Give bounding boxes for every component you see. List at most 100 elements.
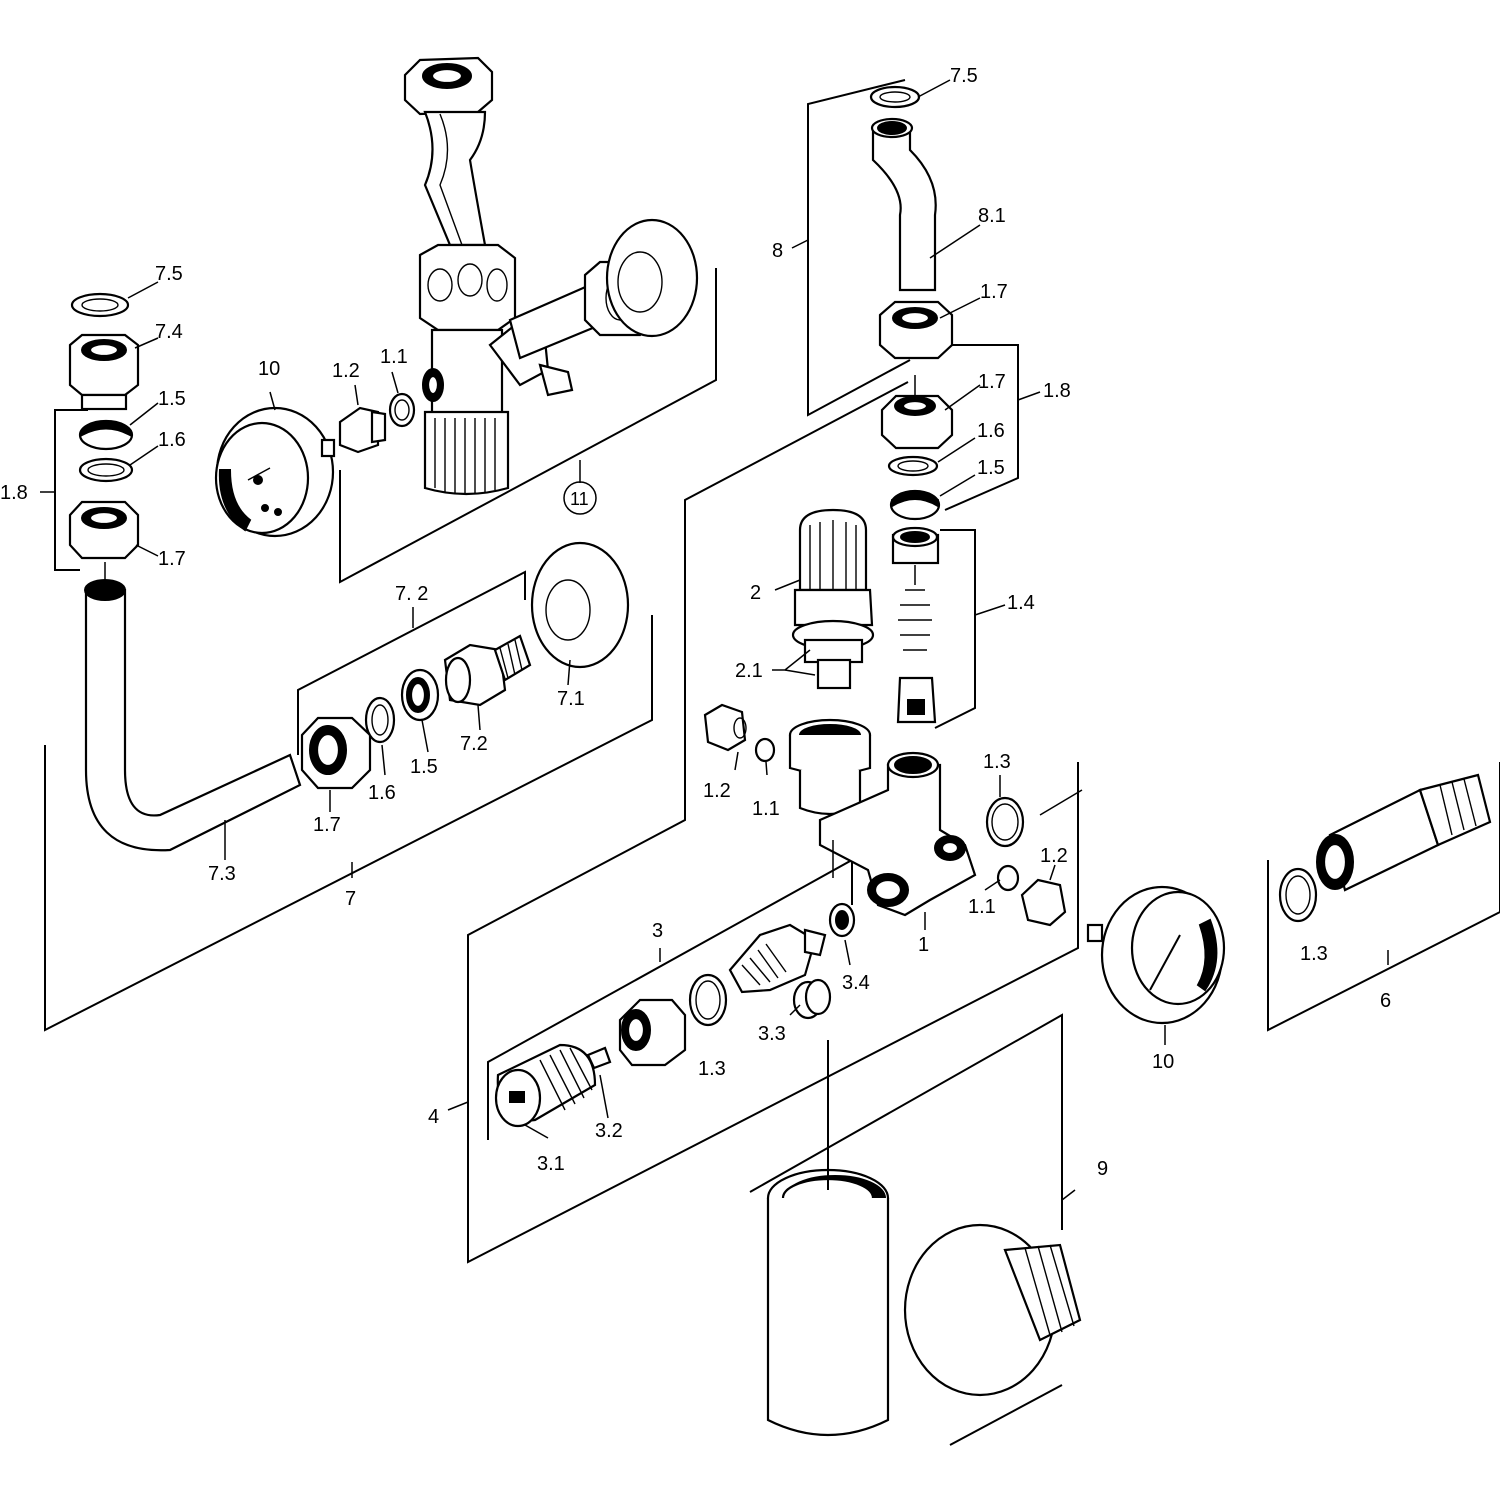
label-4: 4 — [428, 1106, 439, 1128]
label-1-7-top: 1.7 — [980, 281, 1008, 303]
label-2-1: 2.1 — [735, 660, 763, 682]
label-3-3: 3.3 — [758, 1023, 786, 1045]
seal-1-1-right — [996, 864, 1020, 892]
label-1-6-left: 1.6 — [158, 429, 186, 451]
ring-1-5-mid — [400, 668, 440, 722]
group-bracket-7 — [44, 615, 653, 1032]
label-1-5-mid: 1.5 — [410, 756, 438, 778]
label-7: 7 — [345, 888, 356, 910]
label-1-8-right: 1.8 — [1043, 380, 1071, 402]
label-1-5-left: 1.5 — [158, 388, 186, 410]
valve-assembly-11 — [403, 56, 699, 496]
group-bracket-8 — [807, 79, 911, 417]
plug-1-2-right — [1020, 878, 1067, 927]
fitting-7-2 — [443, 634, 532, 707]
label-3-2: 3.2 — [595, 1120, 623, 1142]
label-1-1-mid: 1.1 — [752, 798, 780, 820]
label-7-4: 7.4 — [155, 321, 183, 343]
label-1-2-right: 1.2 — [1040, 845, 1068, 867]
label-1-7-mid: 1.7 — [313, 814, 341, 836]
label-9: 9 — [1097, 1158, 1108, 1180]
seal-1-1-upper — [388, 392, 416, 428]
label-1-3-lower: 1.3 — [698, 1058, 726, 1080]
group-bracket-7-2 — [297, 570, 526, 755]
label-7-3: 7.3 — [208, 863, 236, 885]
nut-1-7-top — [878, 300, 954, 360]
ring-1-5-left — [78, 419, 134, 451]
label-1-6-right: 1.6 — [977, 420, 1005, 442]
spindle-3 — [728, 923, 827, 994]
elbow-9 — [766, 1040, 1082, 1437]
group-bracket-4 — [467, 381, 1079, 1264]
label-1-2-upper: 1.2 — [332, 360, 360, 382]
label-8-1: 8.1 — [978, 205, 1006, 227]
pipe-7-3 — [84, 579, 302, 852]
group-bracket-1-8-left — [54, 409, 88, 571]
label-1-5-right: 1.5 — [977, 457, 1005, 479]
label-11-circle: 11 — [563, 481, 597, 515]
seal-1-6-right — [887, 455, 939, 477]
label-1-3-ext: 1.3 — [1300, 943, 1328, 965]
label-1-3-right: 1.3 — [983, 751, 1011, 773]
group-bracket-3 — [487, 858, 853, 1140]
label-1-1-upper: 1.1 — [380, 346, 408, 368]
label-3-1: 3.1 — [537, 1153, 565, 1175]
label-1-7-right: 1.7 — [978, 371, 1006, 393]
ring-1-5-right — [889, 489, 941, 521]
label-3-4: 3.4 — [842, 972, 870, 994]
pipe-8-1 — [870, 117, 937, 292]
label-6: 6 — [1380, 990, 1391, 1012]
group-bracket-1-4 — [934, 529, 976, 729]
knob-3-1 — [494, 1043, 597, 1128]
label-3: 3 — [652, 920, 663, 942]
label-7-2: 7.2 — [460, 733, 488, 755]
label-2: 2 — [750, 582, 761, 604]
label-11: 11 — [570, 489, 589, 509]
nut-1-7-right — [880, 394, 954, 450]
group-bracket-6 — [1267, 762, 1500, 1032]
seal-1-6-left — [78, 457, 134, 483]
seal-1-3-lower — [688, 973, 728, 1027]
seal-1-6-mid — [364, 696, 396, 744]
label-1: 1 — [918, 934, 929, 956]
label-10-upper: 10 — [258, 358, 280, 380]
label-1-8-left: 1.8 — [0, 482, 28, 504]
label-7-1: 7.1 — [557, 688, 585, 710]
seal-1-3-right — [985, 796, 1025, 848]
rosette-7-1 — [530, 541, 630, 669]
axis-lines — [104, 375, 1083, 878]
group-bracket-1-8-right — [915, 344, 1019, 511]
ring-7-5-left — [70, 292, 130, 318]
label-7-5-left: 7.5 — [155, 263, 183, 285]
plug-1-2-upper — [338, 406, 387, 454]
label-10-right: 10 — [1152, 1051, 1174, 1073]
pressure-gauge-10-upper — [214, 406, 336, 538]
label-1-1-right: 1.1 — [968, 896, 996, 918]
label-1-2-mid: 1.2 — [703, 780, 731, 802]
nut-7-4 — [68, 333, 140, 411]
label-7-2-top: 7. 2 — [395, 583, 428, 605]
o-rings-3-3 — [792, 978, 832, 1020]
group-bracket-11 — [339, 268, 717, 584]
label-1-7-left: 1.7 — [158, 548, 186, 570]
label-7-5-top: 7.5 — [950, 65, 978, 87]
extension-6 — [1278, 773, 1492, 923]
callout-labels: 7.5 7.4 1.5 1.6 1.8 1.7 10 1.2 1.1 11 7.… — [0, 65, 1391, 1180]
seal-1-1-mid — [754, 737, 776, 763]
seal-3-4 — [828, 902, 856, 938]
leader-lines — [40, 79, 1389, 1201]
label-1-6-mid: 1.6 — [368, 782, 396, 804]
nut-1-7-left — [68, 500, 140, 560]
label-8: 8 — [772, 240, 783, 262]
ring-7-5-top — [869, 85, 921, 109]
bonnet-nut — [618, 998, 687, 1067]
nut-1-7-mid — [300, 716, 372, 790]
label-1-4: 1.4 — [1007, 592, 1035, 614]
plug-1-2-mid — [703, 703, 747, 752]
insert-1-4 — [891, 526, 940, 724]
reducer-bushing — [788, 718, 872, 816]
group-bracket-9 — [749, 1013, 1063, 1446]
main-body-1 — [818, 751, 977, 917]
pressure-gauge-10-right — [1086, 885, 1226, 1025]
